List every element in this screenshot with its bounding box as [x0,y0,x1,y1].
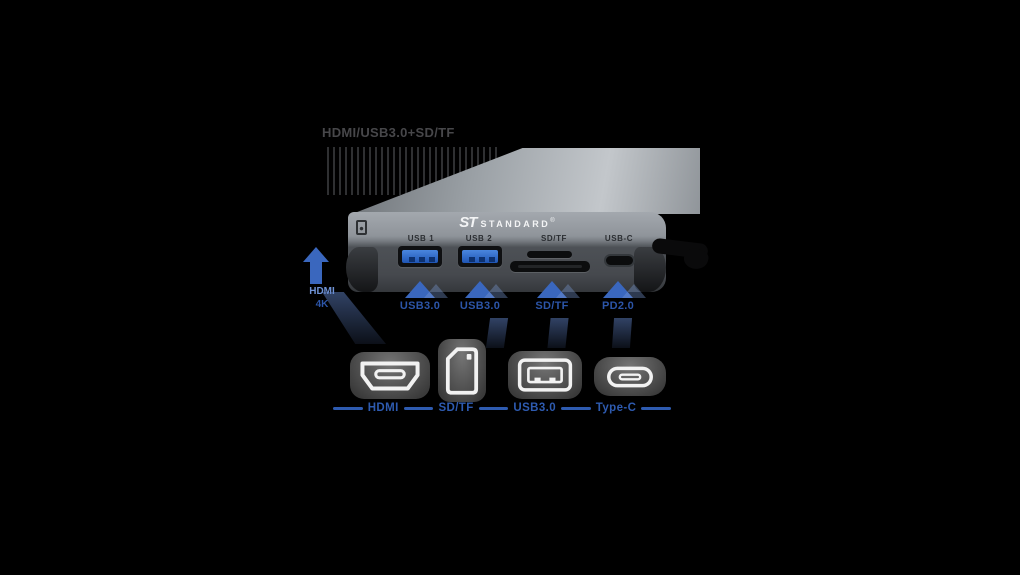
usb-a-port-1-pins [409,257,415,262]
legend-label-hdmi: HDMI [367,402,399,414]
usb-c-port [604,254,635,267]
highlight-beam [547,318,569,348]
sd-card-slot [510,261,590,272]
usbc-callout-arrow [603,281,646,298]
legend-item-sd [438,339,486,402]
registered-mark: ® [550,218,555,224]
feature-label-usb2: USB3.0 [459,300,501,312]
legend-item-usba [508,351,582,399]
port-label-usbc: USB-C [604,234,634,243]
hdmi-callout-arrow-stem [310,261,322,284]
legend-label-typec: Type-C [595,402,637,414]
feature-label-usbc: PD2.0 [601,300,635,312]
usb-c-connector-icon [607,366,653,387]
tf-card-slot [527,251,572,258]
legend-divider-line [403,406,434,410]
usb2-callout-arrow [465,281,508,298]
highlight-beam [485,318,509,348]
usb-a-connector-icon [517,358,573,392]
legend-divider-line [641,406,672,410]
legend-label-usb3: USB3.0 [513,402,557,414]
port-label-usb1: USB 1 [407,234,435,243]
usb-a-port-2 [458,246,502,267]
brand-monogram: ST [459,214,477,231]
usb-a-port-1-tongue [402,250,438,263]
port-label-usb2: USB 2 [465,234,493,243]
legend-divider-line [333,406,363,410]
brand-name: STANDARD [480,219,551,229]
sdtf-callout-arrow [537,281,580,298]
hdmi-callout-sublabel: 4K [315,299,329,310]
hdmi-callout-label: HDMI [309,286,335,297]
usb-a-port-2-tongue [462,250,498,263]
product-title: HDMI/USB3.0+SD/TF [322,125,455,140]
legend-divider-line [478,406,509,410]
usb-a-port-2-pins [469,257,475,262]
legend-divider-line [561,406,591,410]
legend-label-sdtf: SD/TF [438,402,474,414]
legend-item-usbc [594,357,666,396]
hub-left-end-cap [346,247,378,292]
port-label-sdtf: SD/TF [540,234,568,243]
usb1-callout-arrow [405,281,448,298]
hdmi-connector-icon [360,361,420,390]
legend-label-row: HDMI SD/TF USB3.0 Type-C [328,402,676,414]
feature-label-usb1: USB3.0 [399,300,441,312]
usb-a-port-1 [398,246,442,267]
sd-card-icon [445,346,479,395]
highlight-beam [611,318,633,348]
hdmi-callout-arrow [303,247,329,262]
hub-right-end-cap [634,247,666,292]
lock-icon [356,220,367,235]
legend-item-hdmi [350,352,430,399]
feature-label-sdtf: SD/TF [535,300,569,312]
